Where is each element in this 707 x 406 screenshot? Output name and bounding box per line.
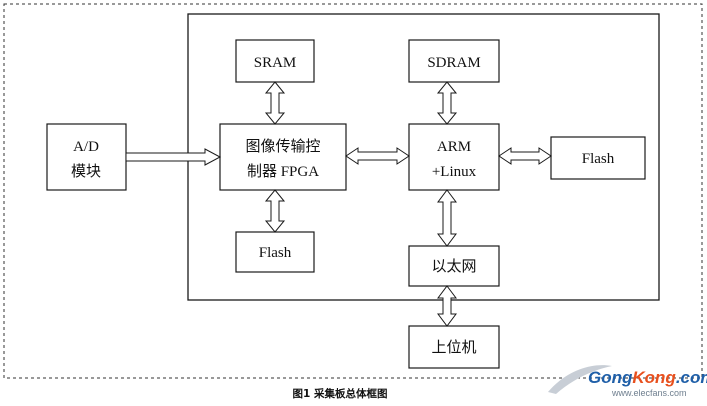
svg-text:GongKong.com: GongKong.com — [588, 368, 707, 387]
sram-label: SRAM — [254, 55, 297, 71]
sram-block: SRAM — [235, 39, 315, 83]
arm-linux-block: ARM +Linux — [408, 123, 500, 191]
arrow-sram-fpga — [264, 81, 286, 125]
sdram-block: SDRAM — [408, 39, 500, 83]
arrow-ethernet-host — [437, 285, 457, 327]
flash-bottom-label: Flash — [259, 245, 292, 261]
flash-right-block: Flash — [550, 136, 646, 180]
swoosh-icon — [548, 365, 612, 394]
ad-module-block: A/D 模块 — [46, 123, 127, 191]
ad-label-line2: 模块 — [71, 163, 101, 180]
board-boundary — [3, 3, 703, 379]
arrow-ad-to-fpga — [125, 148, 222, 166]
logo-com: .com — [676, 368, 707, 387]
arm-label-line1: ARM — [437, 139, 471, 155]
logo-kong: Kong — [632, 368, 676, 387]
arrow-arm-ethernet — [437, 189, 457, 247]
sdram-label: SDRAM — [427, 55, 480, 71]
figure-caption: 图1 采集板总体框图 — [293, 387, 388, 400]
ethernet-block: 以太网 — [408, 245, 500, 287]
fpga-label-line1: 图像传输控 — [245, 138, 320, 155]
arrow-fpga-arm — [345, 147, 410, 165]
flash-bottom-block: Flash — [235, 231, 315, 273]
arm-label-line2: +Linux — [432, 164, 477, 180]
ethernet-label: 以太网 — [431, 258, 476, 275]
logo-gong: Gong — [588, 368, 633, 387]
arrow-arm-flash — [498, 147, 552, 165]
arrow-fpga-flash — [264, 189, 286, 233]
host-pc-block: 上位机 — [408, 325, 500, 369]
fpga-label-line2: 制器 FPGA — [247, 163, 319, 180]
flash-right-label: Flash — [582, 151, 615, 167]
watermark-logo: GongKong.com www.elecfans.com — [548, 365, 707, 398]
ad-label-line1: A/D — [73, 139, 99, 155]
host-pc-label: 上位机 — [431, 339, 476, 356]
arrow-sdram-arm — [436, 81, 458, 125]
fpga-block: 图像传输控 制器 FPGA — [219, 123, 347, 191]
logo-url: www.elecfans.com — [611, 388, 687, 398]
